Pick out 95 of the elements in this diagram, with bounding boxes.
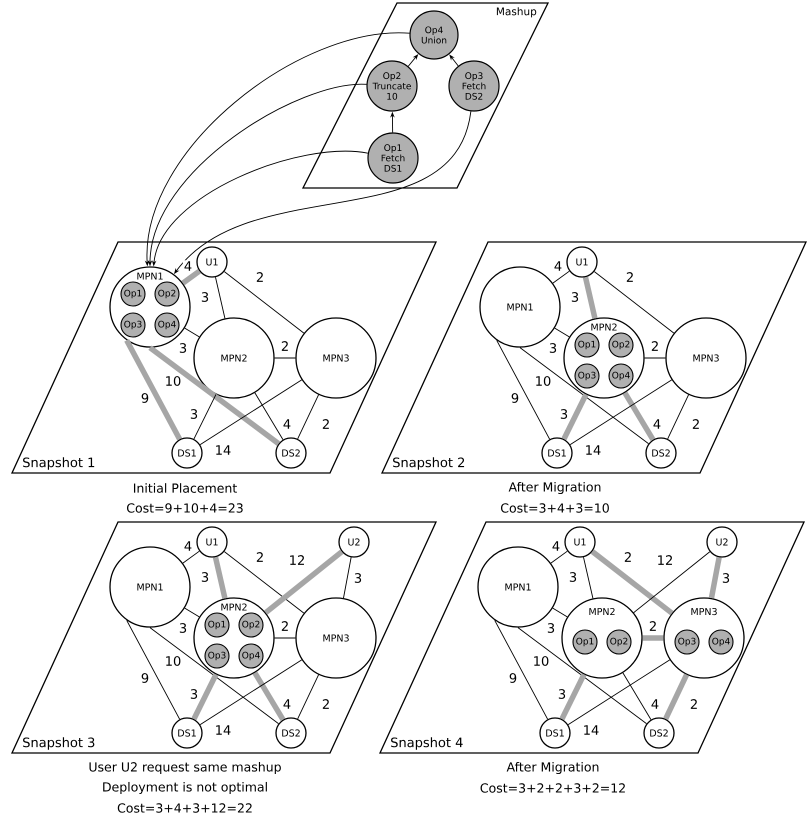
edge-label: 12 [288,554,306,566]
caption-text: Cost=9+10+4=23 [127,503,243,513]
edge-label: 12 [656,554,674,566]
link-line [494,620,548,720]
edge-label: 3 [568,571,578,583]
link-line [200,379,302,446]
highlighted-link [191,673,218,720]
edge-label: 14 [584,444,602,456]
highlighted-link [264,550,344,615]
link-line [552,270,570,284]
highlighted-link [148,345,280,446]
edge-label: 2 [624,271,636,283]
edge-label: 14 [214,444,232,456]
link-line [568,659,670,726]
edge-label: 10 [532,655,550,667]
highlighted-link [181,268,201,286]
edge-label: 4 [650,698,660,710]
link-line [552,608,568,618]
highlighted-link [642,635,664,641]
edge-label: 2 [690,418,702,430]
edge-label: 2 [280,620,290,632]
edge-label: 9 [140,672,150,684]
caption-text: Cost=3+4+3=10 [500,503,609,513]
link-line [633,551,710,614]
highlighted-link [212,556,228,599]
link-line [215,276,226,319]
link-line [554,328,570,338]
link-line [254,392,284,440]
highlighted-link [124,339,182,440]
caption-text: Initial Placement [134,483,237,493]
highlighted-link [559,673,586,720]
edge-label: 2 [688,698,700,710]
highlighted-link [582,276,598,319]
highlighted-link [252,671,286,721]
link-line [182,550,200,564]
link-line [126,620,180,720]
link-line [518,627,647,724]
caption-text: Cost=3+4+3+12=22 [118,803,252,813]
link-line [570,379,672,446]
link-line [224,271,304,334]
edge-label: 2 [622,551,634,563]
link-line [550,550,568,564]
edge-label: 14 [582,724,600,736]
edge-label: 3 [200,571,210,583]
edge-label: 10 [534,375,552,387]
edge-label: 2 [280,340,290,352]
edge-label: 3 [188,688,200,700]
link-line [496,340,550,440]
link-line [150,627,279,724]
edge-label: 4 [282,418,292,430]
link-line [667,394,690,440]
edge-label: 14 [214,724,232,736]
edge-label: 3 [558,408,570,420]
edge-label: 4 [182,260,194,272]
link-line [520,347,649,444]
link-line [184,608,200,618]
edge-label: 4 [282,698,292,710]
caption-text: After Migration [508,482,600,494]
edge-label: 2 [254,551,266,563]
edge-label: 3 [188,408,200,420]
highlighted-link [561,393,588,440]
link-line [583,556,594,599]
edge-label: 3 [200,291,210,303]
edge-label: 2 [254,271,266,283]
link-line [343,556,352,598]
link-line [200,659,302,726]
edge-label: 4 [652,418,662,430]
highlighted-link [663,674,690,720]
edge-label: 2 [320,698,332,710]
link-line [622,672,652,720]
link-line [594,271,674,334]
edge-label: 3 [556,688,568,700]
highlighted-link [590,549,674,616]
edge-label: 3 [720,572,732,584]
edge-label: 2 [650,340,660,352]
edge-label: 10 [164,375,182,387]
edge-label: 9 [140,392,150,404]
caption-text: After Migration [506,762,598,774]
edge-label: 3 [570,291,580,303]
link-line [297,394,320,440]
highlighted-link [622,391,656,441]
link-line [297,674,320,720]
edge-label: 9 [510,392,520,404]
caption-text: User U2 request same mashup [90,762,281,774]
link-line [194,394,216,440]
edge-label: 2 [320,418,332,430]
highlighted-link [708,556,722,599]
link-line [184,328,200,338]
link-line [224,551,304,614]
edge-label: 9 [508,672,518,684]
edge-label: 3 [352,572,364,584]
edge-label: 2 [648,620,658,632]
edge-label: 10 [164,655,182,667]
caption-text: Cost=3+2+2+3+2=12 [480,783,625,793]
caption-text: Deployment is not optimal [103,782,267,794]
